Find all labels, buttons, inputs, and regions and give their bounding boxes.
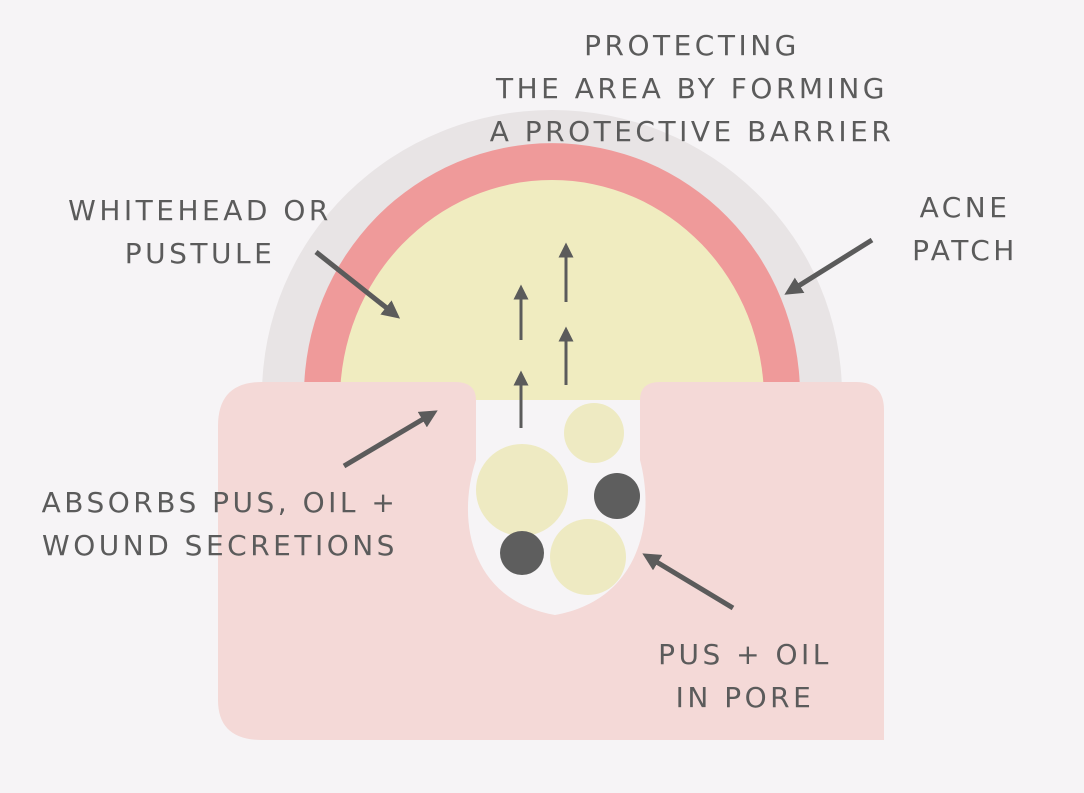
acne-patch-label: ACNE PATCH (860, 186, 1070, 272)
label-line: WHITEHEAD OR (68, 194, 332, 227)
pus-oil-label: PUS + OIL IN PORE (620, 633, 870, 719)
absorbs-label: ABSORBS PUS, OIL + WOUND SECRETIONS (10, 481, 430, 567)
whitehead-label: WHITEHEAD OR PUSTULE (40, 189, 360, 275)
protecting-barrier-label: PROTECTING THE AREA BY FORMING A PROTECT… (392, 24, 992, 153)
label-line: PATCH (912, 234, 1018, 267)
oil-dot (500, 531, 544, 575)
pus-ball (550, 519, 626, 595)
label-line: PROTECTING (584, 29, 800, 62)
label-line: PUSTULE (124, 237, 276, 270)
label-line: ABSORBS PUS, OIL + (41, 486, 399, 519)
label-line: THE AREA BY FORMING (496, 72, 888, 105)
label-line: PUS + OIL (658, 638, 832, 671)
oil-dot (594, 473, 640, 519)
pus-ball (476, 444, 568, 536)
label-line: WOUND SECRETIONS (42, 529, 398, 562)
pus-ball (564, 403, 624, 463)
label-line: A PROTECTIVE BARRIER (489, 115, 895, 148)
pus-oil-pointer-arrow (642, 553, 735, 611)
whitehead-pointer-arrow (314, 250, 401, 319)
label-line: ACNE (919, 191, 1011, 224)
absorbs-pointer-arrow (342, 410, 438, 469)
whitehead-pustule (340, 180, 764, 400)
label-line: IN PORE (675, 681, 815, 714)
skin-layer (218, 382, 884, 740)
acne-patch-pointer-arrow (784, 237, 874, 295)
